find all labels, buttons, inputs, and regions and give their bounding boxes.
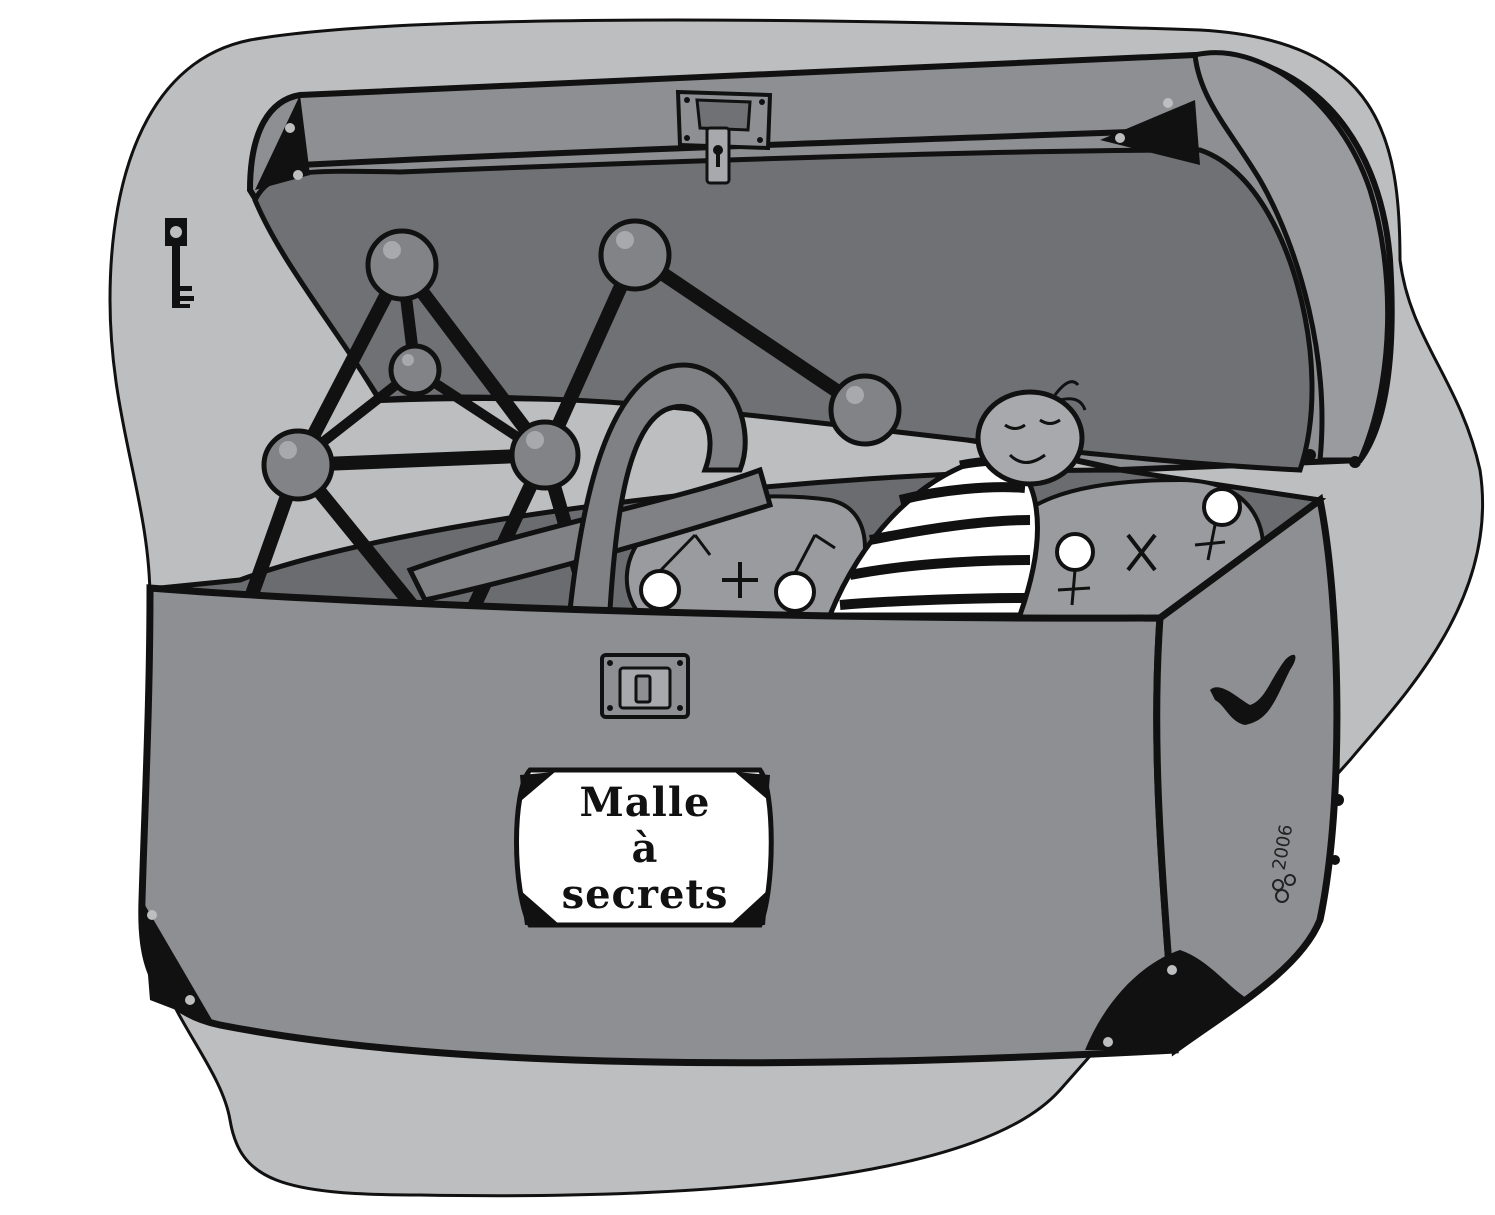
- name-plaque: [514, 767, 774, 928]
- plaque-line-3: secrets: [561, 871, 729, 918]
- sleeping-doll: [826, 380, 1087, 618]
- plaque-label: Malle à secrets: [520, 780, 770, 918]
- molecule-balls: [261, 218, 902, 502]
- ribbon: [406, 362, 774, 613]
- plaque-line-2: à: [631, 825, 659, 872]
- trunk-side: [1153, 493, 1341, 1057]
- lid-latch: [675, 89, 773, 185]
- side-handle: [1210, 654, 1296, 725]
- signature-swirl: [1272, 874, 1296, 903]
- plaque-line-1: Malle: [579, 779, 711, 826]
- front-latch: [600, 653, 690, 719]
- trunk-lid-inner: [252, 147, 1315, 473]
- key-icon: [165, 218, 194, 308]
